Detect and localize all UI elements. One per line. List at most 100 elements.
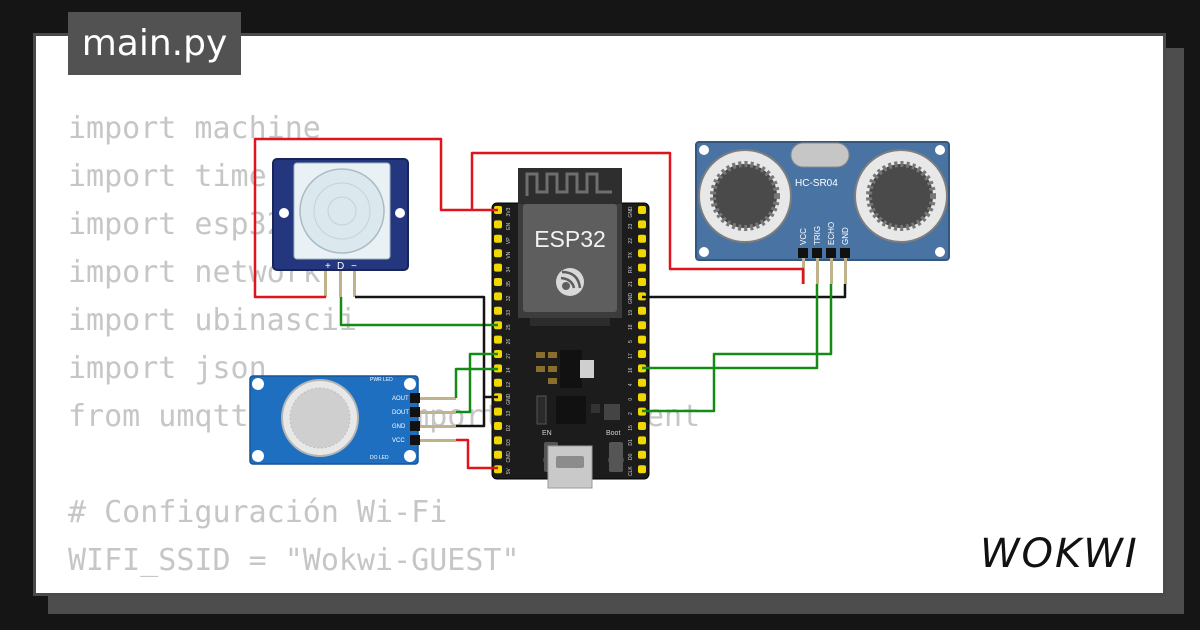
- esp32-label: ESP32: [534, 226, 606, 252]
- pin-label: 19: [628, 310, 634, 316]
- wire-pir-power: [253, 137, 498, 299]
- en-button-label: EN: [542, 430, 552, 437]
- wire-gas-dout: [456, 352, 498, 414]
- pin-label: GND: [628, 292, 634, 304]
- code-line: import esp32: [68, 207, 285, 242]
- header-pin[interactable]: [494, 422, 502, 430]
- wire-ultrasonic-power: [470, 151, 805, 284]
- wire-ultrasonic-ground: [642, 284, 847, 299]
- header-pin[interactable]: [494, 450, 502, 459]
- header-pin[interactable]: [638, 465, 646, 474]
- code-line: WIFI_PASSWORD = "": [68, 585, 700, 593]
- header-pin[interactable]: [638, 206, 646, 214]
- pin-label: 15: [628, 425, 634, 431]
- header-pin[interactable]: [494, 234, 502, 243]
- header-pin[interactable]: [638, 234, 646, 243]
- header-pin[interactable]: [638, 450, 646, 459]
- pin-label: 22: [628, 238, 634, 244]
- pin-label: CMD: [506, 451, 512, 463]
- header-pin[interactable]: [494, 220, 502, 229]
- ultrasonic-pin-label: TRIG: [813, 226, 822, 245]
- pin-label: 4: [628, 383, 634, 386]
- wokwi-wordmark: WOKWI: [980, 531, 1139, 577]
- pin-label: VP: [506, 237, 512, 244]
- wire-gas-aout: [454, 367, 498, 398]
- left-pin-header[interactable]: 3V3ENVPVN343532332526271412GND13D2D3CMD5…: [494, 206, 512, 474]
- header-pin[interactable]: [494, 436, 502, 445]
- header-pin[interactable]: [494, 407, 502, 416]
- pin-label: RX: [628, 265, 634, 273]
- pin-label: 25: [506, 324, 512, 330]
- pin-label: 5: [628, 340, 634, 343]
- pin-label: 14: [506, 367, 512, 373]
- pin-label: D3: [506, 439, 512, 446]
- pin-label: D0: [628, 453, 634, 460]
- wokwi-logo: WOKWI: [980, 531, 1139, 577]
- header-pin[interactable]: [494, 292, 502, 301]
- pin-label: 35: [506, 281, 512, 287]
- header-pin[interactable]: [638, 263, 646, 272]
- pin-label: 27: [506, 353, 512, 359]
- pin-label: 13: [506, 411, 512, 417]
- pin-label: GND: [506, 393, 512, 405]
- header-pin[interactable]: [638, 350, 646, 358]
- hc-sr04-label: HC-SR04: [795, 178, 838, 189]
- pin-label: 23: [628, 223, 634, 229]
- wires: [253, 137, 847, 470]
- esp32-board[interactable]: ESP32 EN Boot 3V3ENVPVN34353233252627141…: [491, 168, 650, 489]
- header-pin[interactable]: [494, 335, 502, 344]
- code-line: WIFI_SSID = "Wokwi-GUEST": [68, 543, 520, 578]
- pin-label: VN: [506, 251, 512, 258]
- pin-label: CLK: [628, 466, 634, 476]
- header-pin[interactable]: [638, 278, 646, 286]
- pin-label: GND: [628, 206, 634, 218]
- boot-button-label: Boot: [606, 430, 620, 437]
- header-pin[interactable]: [638, 321, 646, 330]
- gas-led-label: DO LED: [370, 455, 389, 461]
- pin-label: 0: [628, 398, 634, 401]
- pin-label: 18: [628, 324, 634, 330]
- wire-gas-power: [456, 438, 498, 470]
- wire-ultrasonic-echo: [642, 284, 833, 413]
- gas-sensor[interactable]: PWR LED DO LED AOUT DOUT GND VCC: [249, 375, 456, 465]
- pin-label: 17: [628, 353, 634, 359]
- header-pin[interactable]: [638, 378, 646, 387]
- pin-label: EN: [506, 223, 512, 230]
- gas-pin-label: VCC: [392, 438, 405, 444]
- pin-label: TX: [628, 251, 634, 258]
- pir-sensor[interactable]: + D −: [272, 158, 409, 297]
- header-pin[interactable]: [638, 220, 646, 229]
- pin-label: 21: [628, 281, 634, 287]
- code-line: import time: [68, 159, 267, 194]
- gas-led-label: PWR LED: [370, 377, 393, 383]
- header-pin[interactable]: [494, 378, 502, 387]
- hc-sr04-sensor[interactable]: HC-SR04 VCC TRIG ECHO GND: [695, 141, 950, 284]
- header-pin[interactable]: [494, 263, 502, 272]
- header-pin[interactable]: [494, 278, 502, 286]
- file-tab[interactable]: main.py: [68, 12, 241, 75]
- pin-label: 32: [506, 295, 512, 301]
- header-pin[interactable]: [638, 306, 646, 315]
- header-pin[interactable]: [638, 436, 646, 445]
- header-pin[interactable]: [494, 306, 502, 315]
- header-pin[interactable]: [494, 249, 502, 258]
- pin-label: D1: [628, 439, 634, 446]
- pin-label: 33: [506, 310, 512, 316]
- ultrasonic-pin-label: ECHO: [827, 222, 836, 245]
- pir-pin-label: D: [337, 261, 344, 272]
- pin-label: 5V: [506, 467, 512, 474]
- header-pin[interactable]: [638, 249, 646, 258]
- pin-label: 2: [628, 412, 634, 415]
- wire-ultrasonic-trig: [642, 284, 819, 370]
- ultrasonic-pin-label: GND: [841, 227, 850, 245]
- header-pin[interactable]: [638, 335, 646, 344]
- pin-label: D2: [506, 425, 512, 432]
- gas-pin-label: GND: [392, 424, 406, 430]
- gas-pin-label: DOUT: [392, 410, 409, 416]
- pin-label: 3V3: [506, 207, 512, 216]
- header-pin[interactable]: [638, 393, 646, 402]
- header-pin[interactable]: [638, 422, 646, 430]
- pir-pin-label: −: [351, 261, 357, 272]
